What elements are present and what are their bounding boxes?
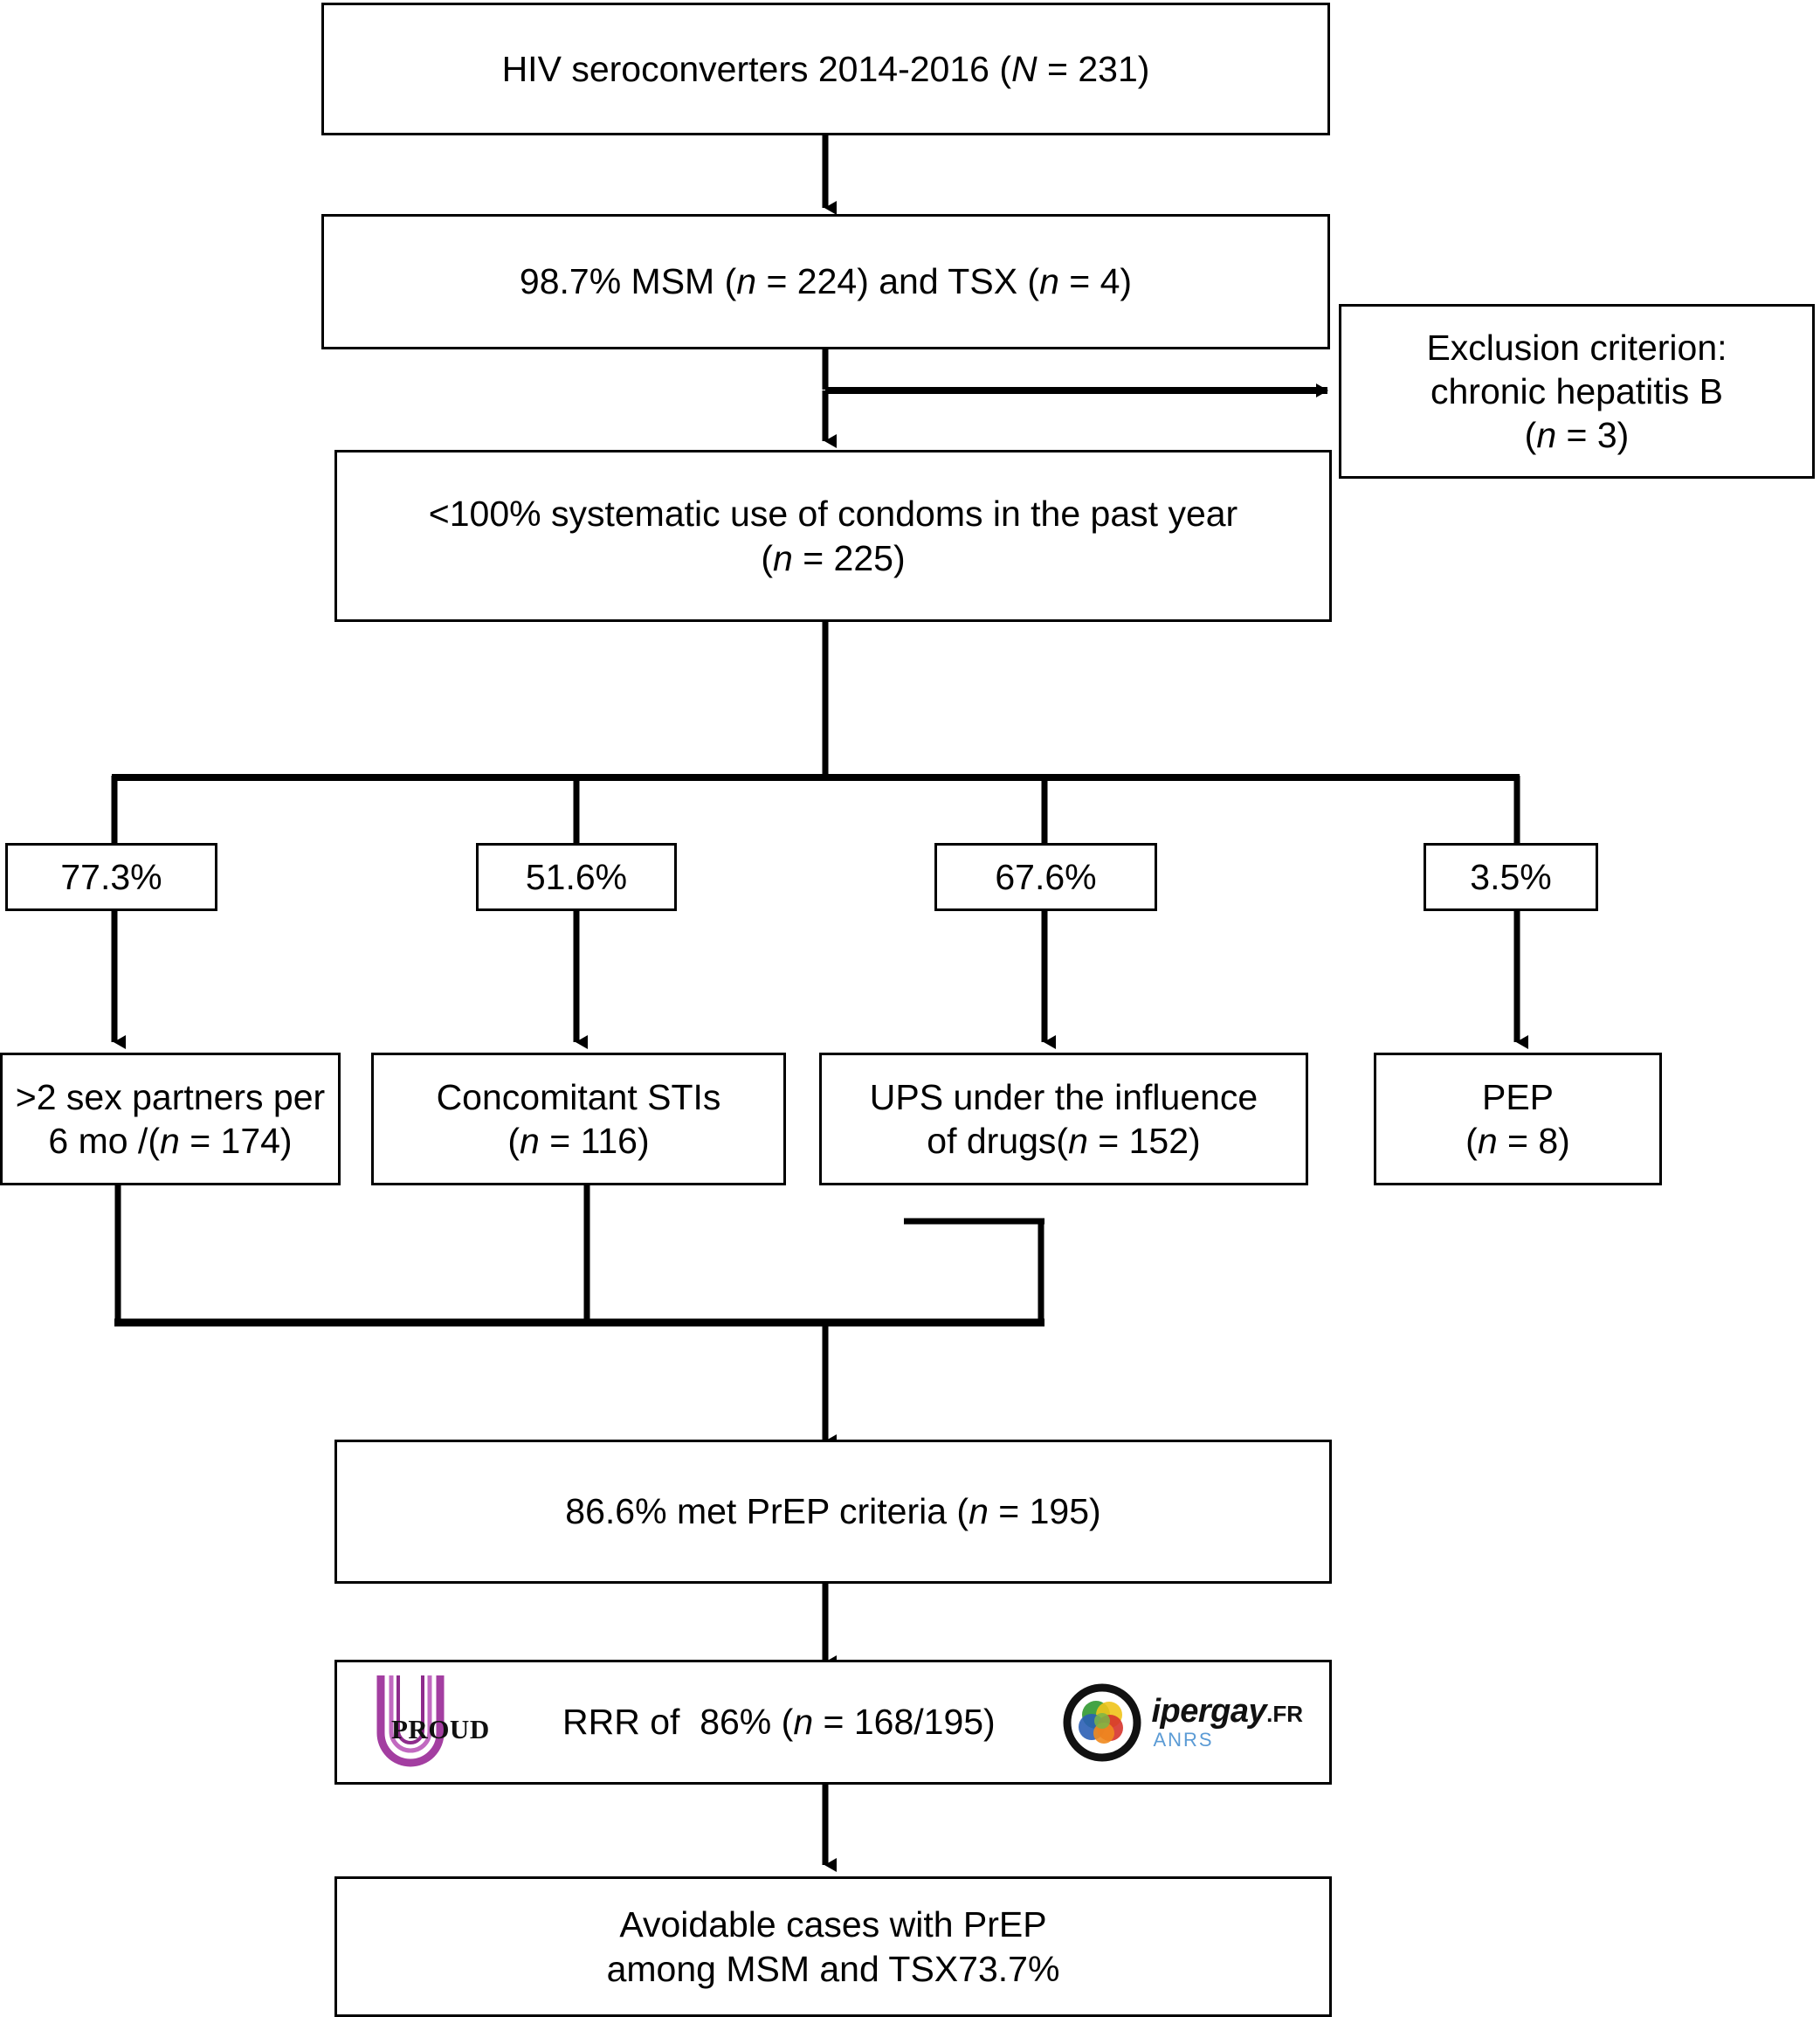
node-rrr: PROUD RRR of 86% (n = 168/195) ipergay.F… [334,1660,1332,1785]
ipergay-logo: ipergay.FR ANRS [1062,1682,1303,1763]
proud-logo: PROUD [369,1670,500,1775]
ipergay-name-text: ipergay [1151,1693,1267,1730]
node-criterion-concomitant-stis: Concomitant STIs(n = 116) [371,1053,786,1185]
node-condom-use-label: <100% systematic use of condoms in the p… [428,494,1238,578]
node-hiv-seroconverters-label: HIV seroconverters 2014-2016 (N = 231) [501,48,1150,89]
node-exclusion-criterion: Exclusion criterion:chronic hepatitis B(… [1339,304,1815,479]
pct-value-3: 67.6% [995,856,1097,897]
node-criterion-pep: PEP(n = 8) [1374,1053,1662,1185]
node-exclusion-criterion-label: Exclusion criterion:chronic hepatitis B(… [1426,327,1727,455]
pct-value-2: 51.6% [525,856,628,897]
ipergay-circle-icon [1063,1683,1141,1761]
node-criterion-concomitant-stis-label: Concomitant STIs(n = 116) [436,1076,721,1161]
node-msm-tsx-label: 98.7% MSM (n = 224) and TSX (n = 4) [519,261,1133,302]
pct-box-more-than-2-partners: 77.3% [5,843,217,911]
pct-box-pep: 3.5% [1424,843,1598,911]
pct-value-1: 77.3% [60,856,162,897]
proud-shield-icon [376,1675,445,1766]
node-met-prep-criteria: 86.6% met PrEP criteria (n = 195) [334,1440,1332,1584]
proud-logo-wordmark: PROUD [391,1713,490,1744]
pct-box-ups-drugs: 67.6% [934,843,1157,911]
pct-box-concomitant-stis: 51.6% [476,843,677,911]
node-criterion-pep-label: PEP(n = 8) [1465,1076,1570,1161]
node-met-prep-criteria-label: 86.6% met PrEP criteria (n = 195) [565,1491,1101,1532]
node-condom-use: <100% systematic use of condoms in the p… [334,450,1332,622]
ipergay-anrs: ANRS [1153,1729,1214,1751]
node-rrr-label: RRR of 86% (n = 168/195) [562,1702,996,1742]
pct-value-4: 3.5% [1470,856,1552,897]
node-msm-tsx: 98.7% MSM (n = 224) and TSX (n = 4) [321,214,1330,349]
ipergay-wordmark: ipergay.FR ANRS [1151,1695,1303,1750]
ipergay-tld: .FR [1266,1701,1303,1727]
ipergay-name: ipergay.FR [1151,1695,1303,1728]
node-hiv-seroconverters: HIV seroconverters 2014-2016 (N = 231) [321,3,1330,135]
